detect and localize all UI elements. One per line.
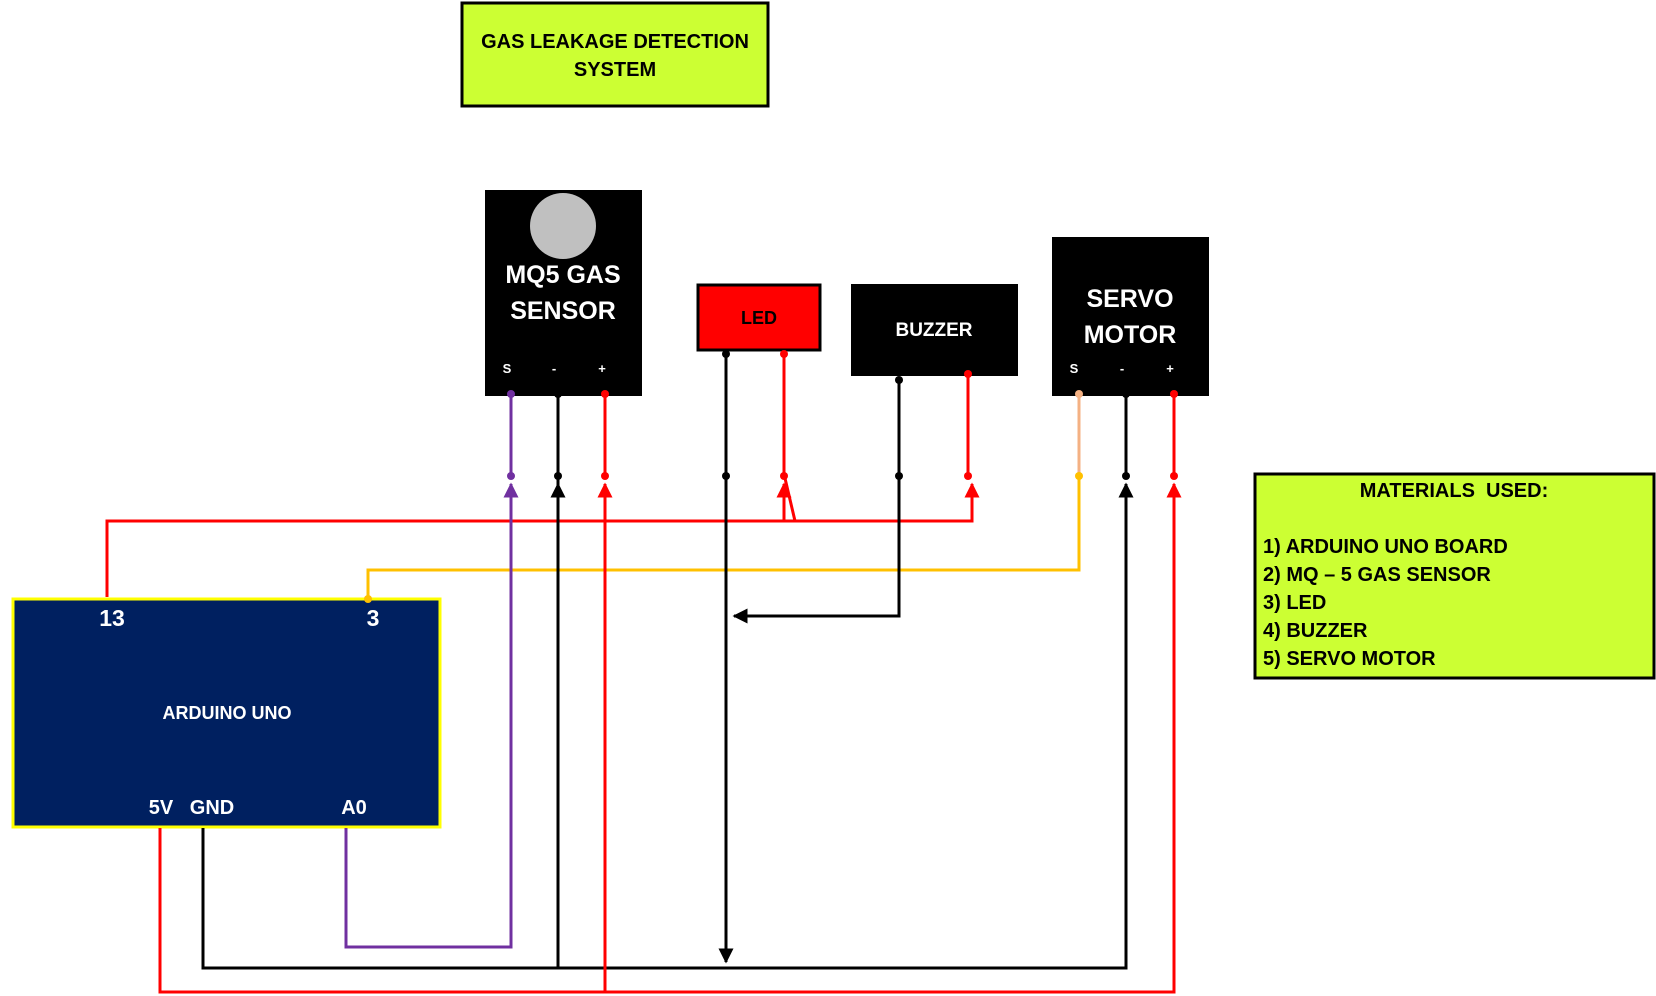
pin-dot (780, 350, 788, 358)
mq5-label-line-1: MQ5 GAS (505, 261, 620, 289)
pin-dot (895, 472, 903, 480)
pin-dot (1170, 390, 1178, 398)
sensor-dome-icon (530, 193, 596, 259)
pin-dot (554, 472, 562, 480)
led-label: LED (741, 308, 777, 328)
wire-gnd-bus (201, 482, 1134, 970)
wire-pin13-to-led-buzzer (105, 482, 980, 597)
arduino-pin-5v-label: 5V (149, 797, 174, 819)
pin-dot (507, 390, 515, 398)
arduino-pin-gnd-label: GND (190, 797, 234, 819)
pin-dot (1122, 472, 1130, 480)
pin-dot (1075, 390, 1083, 398)
pin-dot (1075, 472, 1083, 480)
servo-motor: SERVO MOTOR S - + (1052, 237, 1209, 396)
pin-dot (895, 376, 903, 384)
junction-dots (364, 350, 1178, 603)
materials-item: 5) SERVO MOTOR (1263, 648, 1436, 670)
pin-dot (601, 472, 609, 480)
pin-dot (364, 595, 372, 603)
pin-dot (964, 370, 972, 378)
pin-dot (722, 350, 730, 358)
servo-label-line-1: SERVO (1086, 285, 1173, 313)
servo-pin-plus-label: + (1166, 361, 1174, 376)
materials-item: 4) BUZZER (1263, 620, 1368, 642)
materials-item: 3) LED (1263, 592, 1326, 614)
materials-item: 2) MQ – 5 GAS SENSOR (1263, 564, 1491, 586)
servo-pin-s-label: S (1070, 361, 1079, 376)
pin-dot (964, 472, 972, 480)
arduino-label: ARDUINO UNO (163, 703, 292, 723)
mq5-pin-minus-label: - (552, 361, 556, 376)
buzzer-component: BUZZER (851, 284, 1018, 376)
pin-dot (601, 390, 609, 398)
pin-dot (780, 472, 788, 480)
arduino-pin-a0-label: A0 (341, 797, 367, 819)
pin-dot (507, 472, 515, 480)
pin-dot (554, 390, 562, 398)
wire-5v-bus (158, 482, 1182, 994)
materials-box: MATERIALS USED: 1) ARDUINO UNO BOARD 2) … (1253, 472, 1656, 680)
pin-dot (722, 472, 730, 480)
servo-label-line-2: MOTOR (1084, 321, 1177, 349)
arduino-uno-board: ARDUINO UNO 13 3 5V GND A0 (11, 597, 442, 829)
materials-item: 1) ARDUINO UNO BOARD (1263, 536, 1508, 558)
servo-pin-minus-label: - (1120, 361, 1124, 376)
title-box: GAS LEAKAGE DETECTION SYSTEM (460, 1, 770, 108)
wire-buzzer-minus (732, 380, 901, 624)
pin-dot (1122, 390, 1130, 398)
title-line-2: SYSTEM (574, 59, 656, 81)
title-line-1: GAS LEAKAGE DETECTION (481, 31, 749, 53)
materials-heading: MATERIALS USED: (1360, 480, 1549, 502)
wires (105, 354, 1182, 994)
arduino-pin-3-label: 3 (367, 605, 380, 631)
mq5-label-line-2: SENSOR (510, 297, 616, 325)
wire-pin3-to-servo-signal (366, 478, 1081, 597)
led-component: LED (696, 283, 822, 352)
arduino-pin-13-label: 13 (99, 605, 125, 631)
mq5-gas-sensor: MQ5 GAS SENSOR S - + (485, 190, 642, 396)
pin-dot (1170, 472, 1178, 480)
buzzer-label: BUZZER (895, 320, 972, 341)
mq5-pin-s-label: S (503, 361, 512, 376)
wire-led-plus-branch (782, 374, 797, 522)
wire-a0-to-mq5-signal (344, 482, 519, 949)
mq5-pin-plus-label: + (598, 361, 606, 376)
